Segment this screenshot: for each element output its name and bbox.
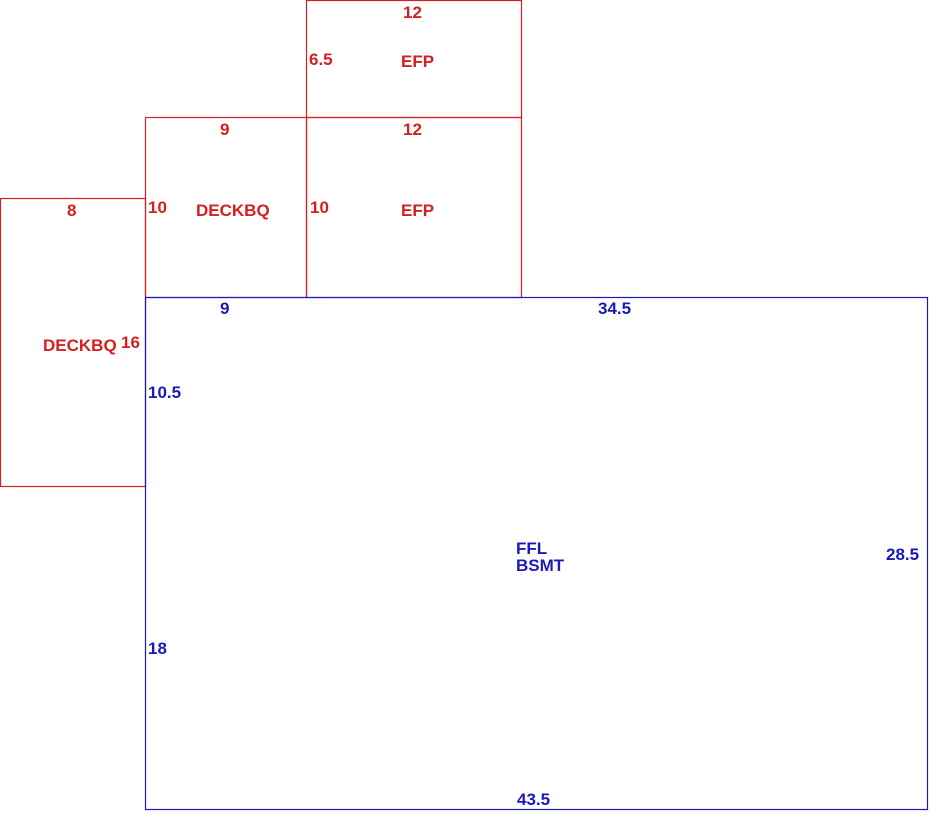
- efp-top-depth-label: 6.5: [309, 50, 333, 69]
- deck-mid-depth-label: 10: [148, 198, 167, 217]
- efp-mid-width-label: 12: [403, 120, 422, 139]
- bsmt-area-name-line2: BSMT: [516, 556, 565, 575]
- bsmt-top-left-dim-label: 9: [220, 299, 230, 318]
- efp-top-width-label: 12: [403, 3, 422, 22]
- bsmt-right-dim-label: 28.5: [886, 545, 920, 564]
- bsmt-bottom-dim-label: 43.5: [517, 790, 551, 809]
- bsmt-top-right-dim-label: 34.5: [598, 299, 632, 318]
- bsmt-left-lower-dim-label: 18: [148, 639, 167, 658]
- bsmt-left-upper-dim-label: 10.5: [148, 383, 182, 402]
- deck-mid-area-name: DECKBQ: [196, 201, 270, 220]
- deck-mid-width-label: 9: [220, 120, 230, 139]
- deck-left-depth-label: 16: [121, 333, 140, 352]
- efp-mid-area-name: EFP: [401, 201, 435, 220]
- basement-outline: [144, 296, 929, 811]
- bsmt-area-name-line1: FFL: [516, 539, 548, 558]
- deck-left-area-name: DECKBQ: [43, 336, 117, 355]
- deck-left-width-label: 8: [67, 201, 77, 220]
- efp-top-area-name: EFP: [401, 52, 435, 71]
- efp-mid-depth-label: 10: [310, 198, 329, 217]
